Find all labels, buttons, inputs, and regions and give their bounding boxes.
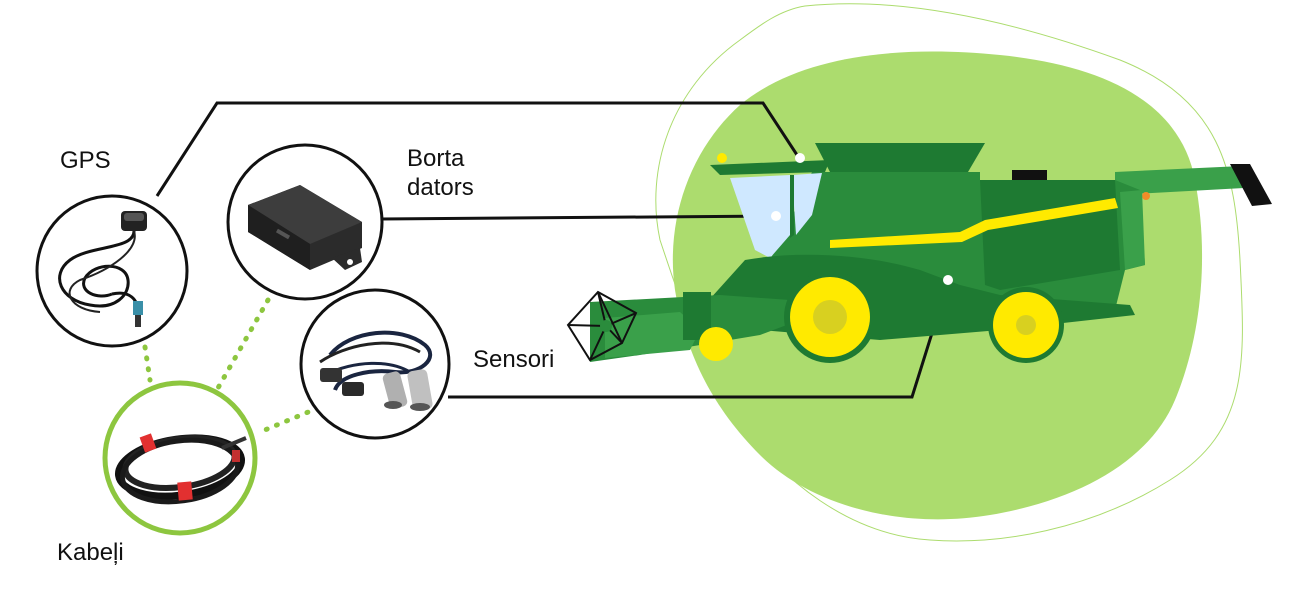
sensors-label: Sensori (473, 346, 555, 373)
gps-label: GPS (60, 147, 111, 174)
onboard-computer-label: Borta dators (407, 144, 474, 202)
dotted-links (142, 297, 321, 435)
onboard-computer-label-line2: dators (407, 174, 474, 201)
sensor-cables-icon (299, 288, 451, 440)
computer-cable-link (215, 297, 271, 391)
computer-connector (379, 214, 777, 221)
wireframe-sensor-icon (566, 290, 638, 362)
gps-cable-link (142, 344, 153, 383)
gps-antenna-icon (35, 194, 189, 348)
combine-harvester-icon (590, 143, 1272, 363)
sensor-cable-link (257, 405, 321, 435)
cable-coil-icon (102, 380, 258, 536)
gps-connector (155, 101, 801, 197)
onboard-computer-icon (226, 143, 384, 301)
cables-label: Kabeļi (57, 539, 124, 566)
onboard-computer-label-line1: Borta (407, 145, 465, 172)
